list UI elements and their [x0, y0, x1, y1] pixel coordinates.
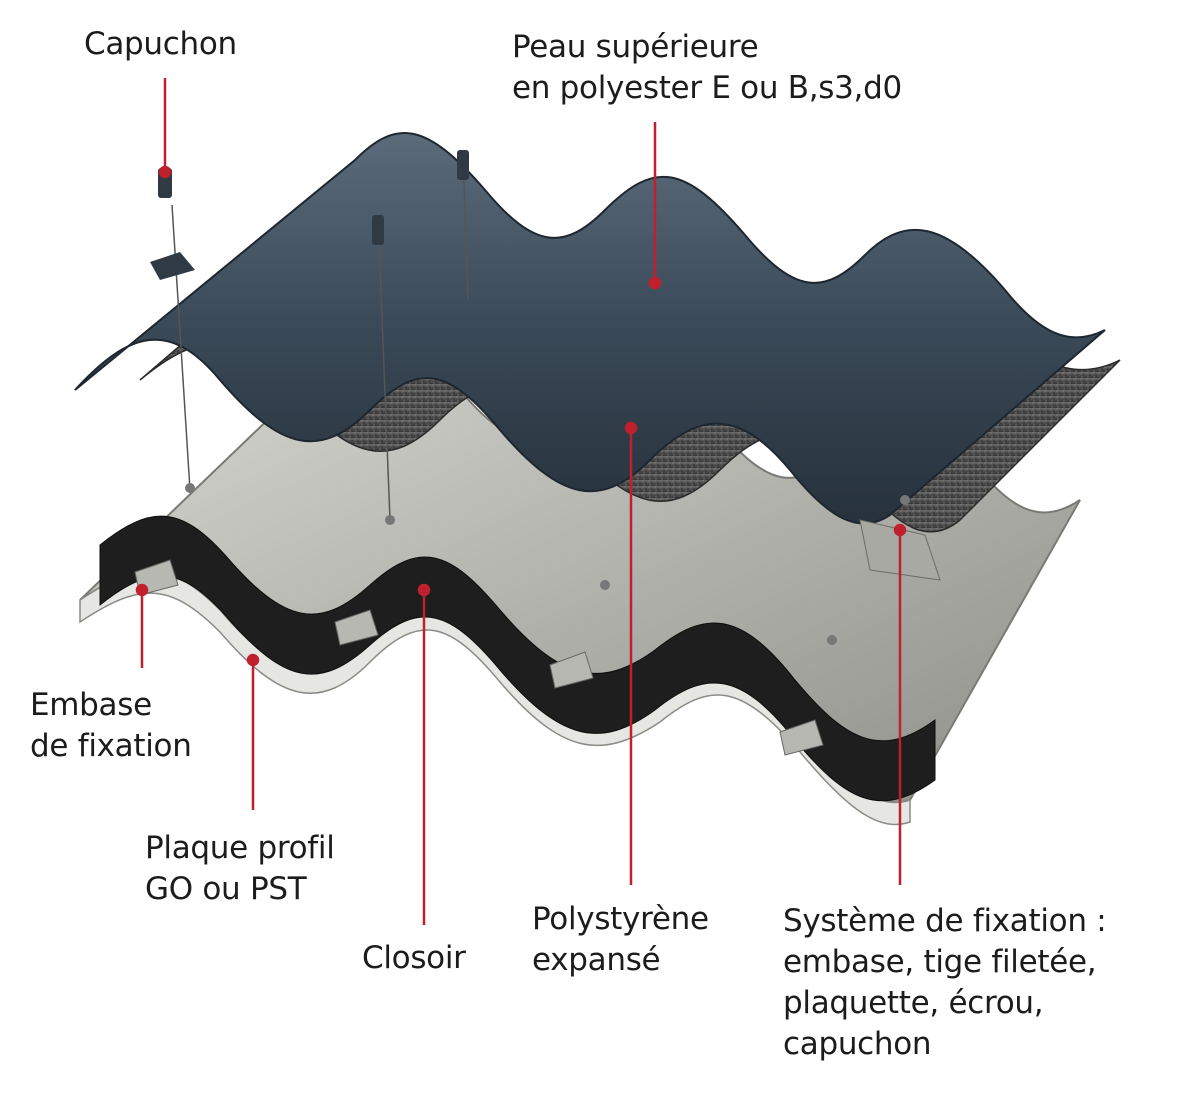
label-closoir-text: Closoir	[362, 940, 466, 976]
screw-icon	[185, 483, 195, 493]
closure-layer	[99, 515, 936, 802]
label-closoir: Closoir	[362, 938, 466, 979]
label-systeme-line2: embase, tige filetée,	[783, 944, 1097, 980]
label-capuchon: Capuchon	[84, 24, 237, 65]
top-skin-layer	[74, 131, 1106, 525]
label-peau-superieure: Peau supérieure en polyester E ou B,s3,d…	[512, 27, 902, 109]
label-systeme-de-fixation: Système de fixation : embase, tige filet…	[783, 901, 1107, 1065]
label-plaque-line1: Plaque profil	[145, 830, 335, 866]
label-embase-line2: de fixation	[30, 728, 192, 764]
label-capuchon-text: Capuchon	[84, 26, 237, 62]
label-peau-line2: en polyester E ou B,s3,d0	[512, 70, 902, 106]
label-peau-line1: Peau supérieure	[512, 29, 759, 65]
label-systeme-line1: Système de fixation :	[783, 903, 1107, 939]
label-embase-line1: Embase	[30, 687, 152, 723]
label-polystyrene-line2: expansé	[532, 942, 661, 978]
label-plaque-profil: Plaque profil GO ou PST	[145, 828, 335, 910]
leader-lines	[135, 78, 907, 925]
label-plaque-line2: GO ou PST	[145, 871, 307, 907]
washer-icon	[150, 252, 195, 280]
label-systeme-line3: plaquette, écrou,	[783, 985, 1044, 1021]
label-systeme-line4: capuchon	[783, 1026, 932, 1062]
label-embase-de-fixation: Embase de fixation	[30, 685, 192, 767]
label-polystyrene-expanse: Polystyrène expansé	[532, 899, 709, 981]
label-polystyrene-line1: Polystyrène	[532, 901, 709, 937]
